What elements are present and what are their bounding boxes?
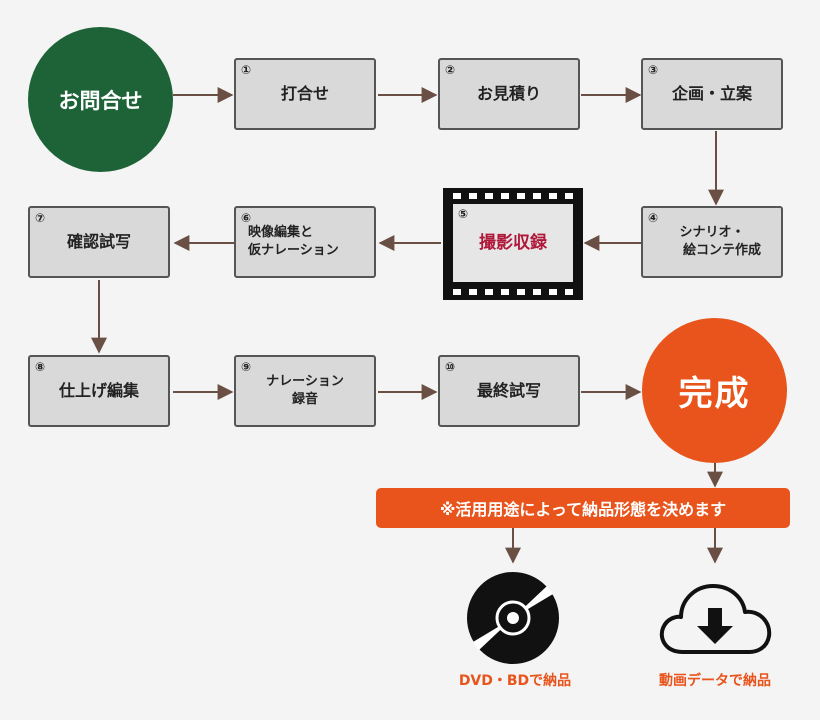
data-caption: 動画データで納品 [659, 673, 771, 689]
step-6-label-line1: 映像編集と [248, 225, 314, 241]
step-1-label: 打合せ [280, 84, 329, 104]
step-7-number: ⑦ [35, 211, 46, 225]
step-3-box: ③ 企画・立案 [641, 58, 783, 130]
step-8-label: 仕上げ編集 [58, 381, 139, 401]
step-3-label: 企画・立案 [671, 84, 752, 104]
step-10-label: 最終試写 [476, 381, 541, 401]
step-9-box: ⑨ ナレーション録音 [234, 355, 376, 427]
step-4-box: ④ シナリオ・絵コンテ作成 [641, 206, 783, 278]
step-10-number: ⑩ [445, 360, 456, 374]
step-2-box: ② お見積り [438, 58, 580, 130]
step-9-number: ⑨ [241, 360, 252, 374]
step-9-label: ナレーション録音 [236, 357, 374, 425]
step-2-label: お見積り [476, 84, 541, 104]
step-6-number: ⑥ [241, 211, 252, 225]
start-label: お問合せ [58, 88, 143, 113]
step-3-number: ③ [648, 63, 659, 77]
step-5-number: ⑤ [458, 207, 469, 221]
step-6-label-line2: 仮ナレーション [248, 243, 339, 258]
step-6-label: 映像編集と仮ナレーション [236, 208, 374, 276]
delivery-note-text: ※活用用途によって納品形態を決めます [439, 500, 727, 519]
step-2-number: ② [445, 63, 456, 77]
step-1-box: ① 打合せ [234, 58, 376, 130]
step-5-label: 撮影収録 [479, 232, 547, 253]
step-7-label: 確認試写 [66, 232, 131, 252]
step-4-label-line2: 絵コンテ作成 [682, 243, 761, 258]
step-8-box: ⑧ 仕上げ編集 [28, 355, 170, 427]
step-7-box: ⑦ 確認試写 [28, 206, 170, 278]
done-label: 完成 [678, 374, 751, 414]
step-10-box: ⑩ 最終試写 [438, 355, 580, 427]
step-6-box: ⑥ 映像編集と仮ナレーション [234, 206, 376, 278]
step-9-label-line2: 録音 [291, 392, 318, 407]
step-4-number: ④ [648, 211, 659, 225]
step-9-label-line1: ナレーション [266, 374, 344, 390]
delivery-note-banner: ※活用用途によって納品形態を決めます [376, 488, 790, 528]
step-5-box: ⑤ 撮影収録 [453, 204, 573, 282]
dvd-caption: DVD・BDで納品 [458, 673, 572, 689]
cloud-download-icon [659, 584, 772, 654]
step-1-number: ① [241, 63, 252, 77]
disc-icon [467, 572, 559, 664]
start-circle: お問合せ [28, 27, 173, 172]
step-4-label: シナリオ・絵コンテ作成 [643, 208, 781, 276]
step-4-label-line1: シナリオ・ [679, 225, 745, 241]
done-circle: 完成 [642, 318, 787, 463]
step-8-number: ⑧ [35, 360, 46, 374]
